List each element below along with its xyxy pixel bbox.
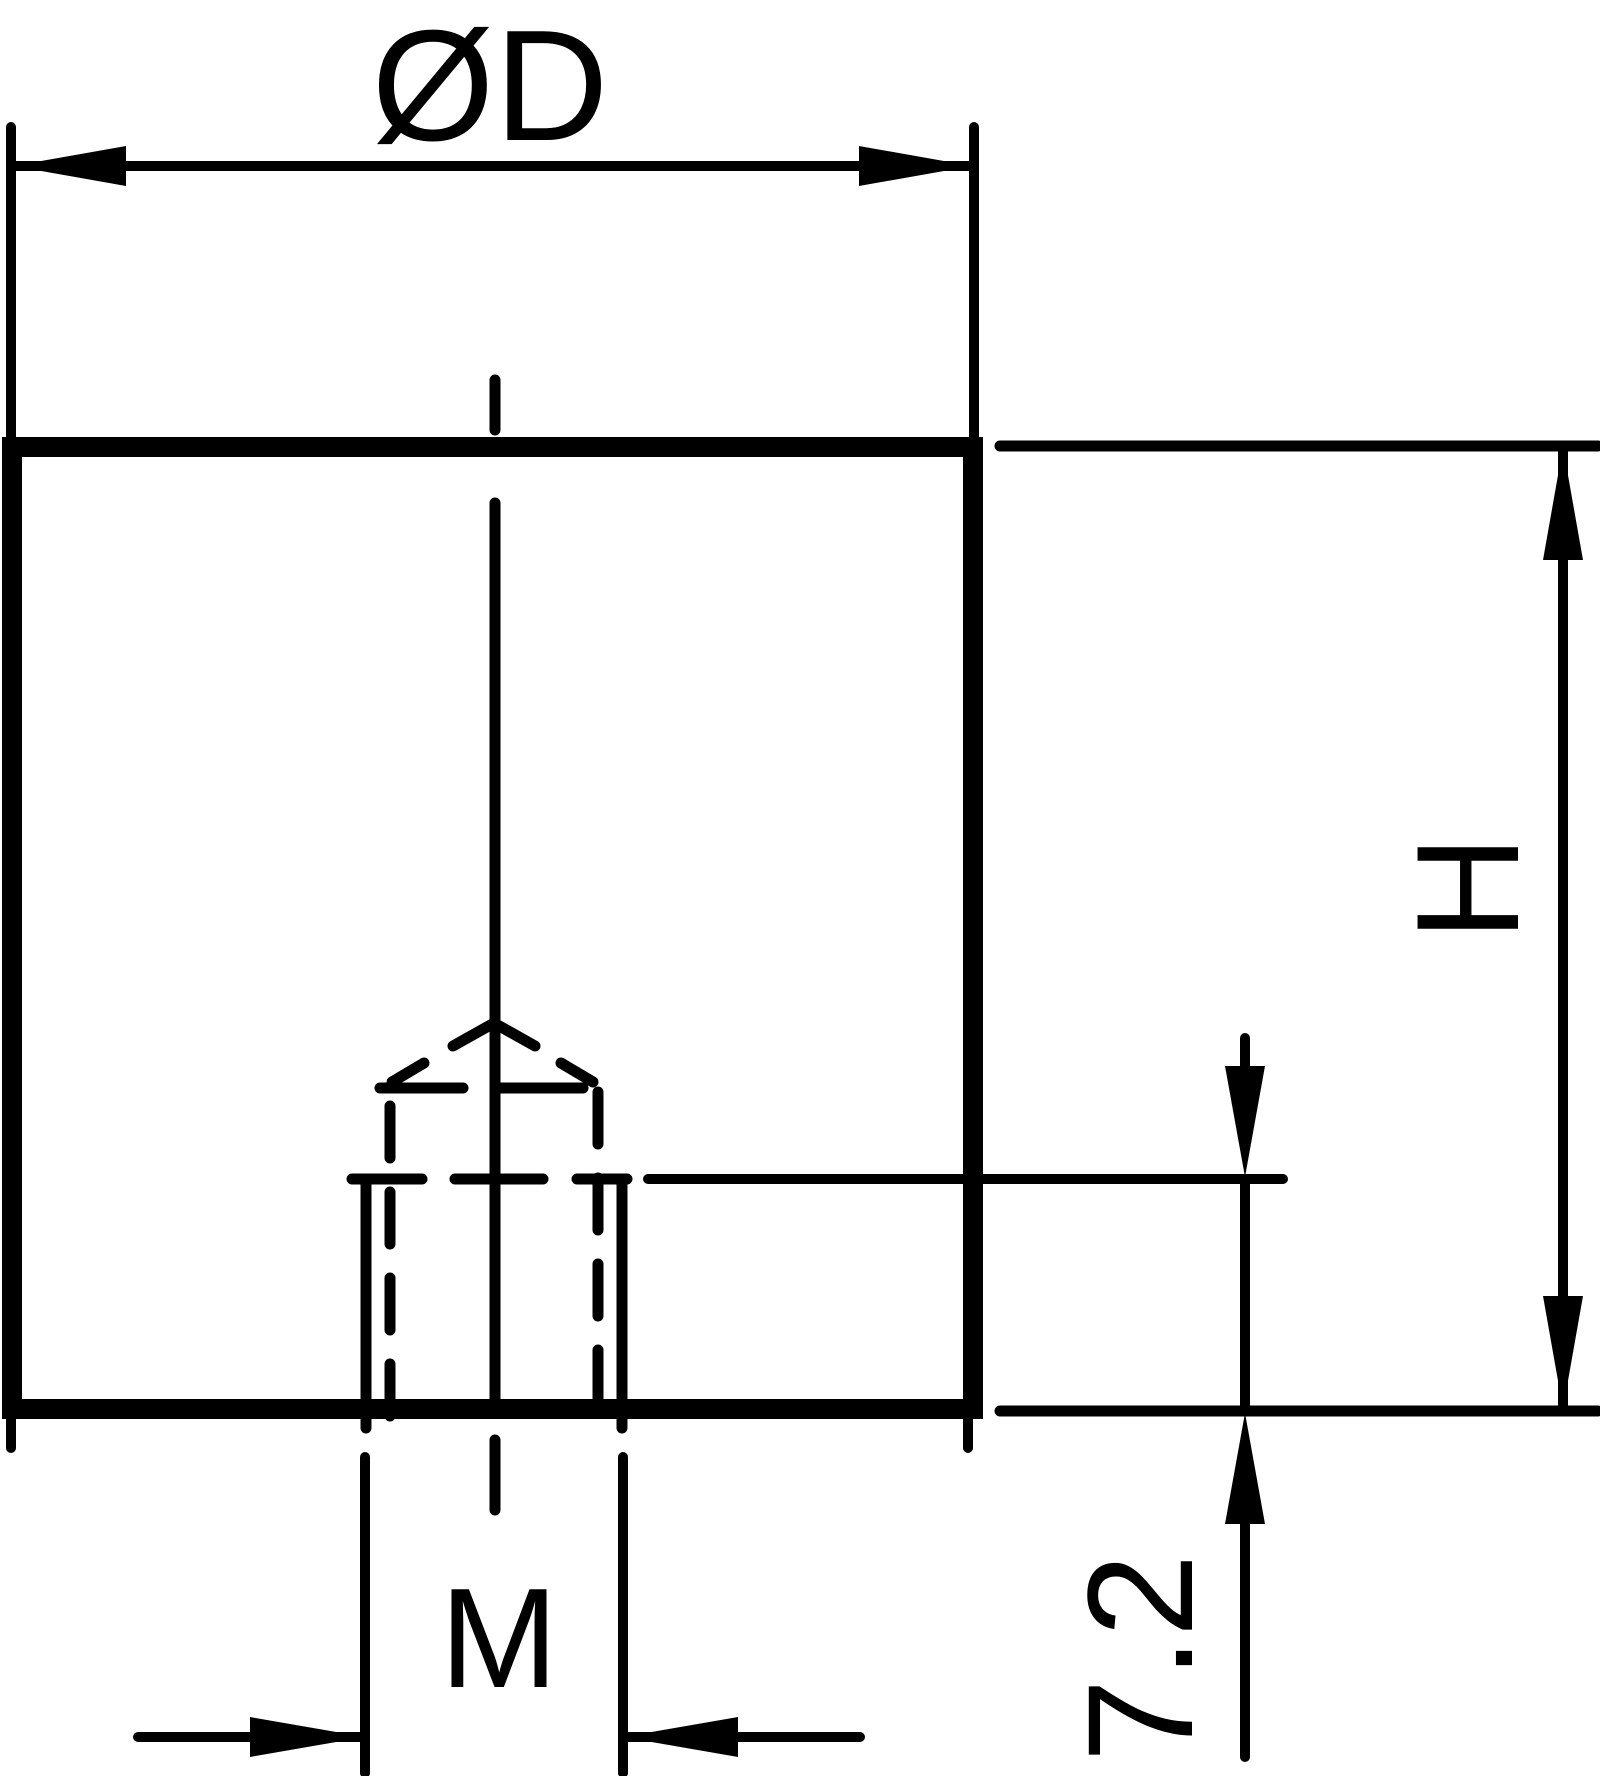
drill-cone-right-upper-dash	[488, 1017, 541, 1052]
thread-size-dimension: M	[133, 1452, 865, 1776]
height-arrowhead-bottom	[1543, 1296, 1583, 1409]
threaded-hole-hidden-lines	[346, 1017, 633, 1434]
drill-cone-left-upper-dash	[447, 1017, 500, 1052]
height-dimension: H	[994, 440, 1600, 1417]
thread-depth-label: 7.2	[1056, 1554, 1224, 1763]
thread-arrowhead-right	[623, 1717, 738, 1757]
diameter-arrowhead-left	[13, 146, 126, 186]
thread-depth-arrowhead-upper	[1225, 1066, 1265, 1177]
thread-label: M	[440, 1559, 558, 1718]
height-label: H	[1386, 835, 1549, 940]
thread-arrowhead-left	[250, 1717, 365, 1757]
height-arrowhead-top	[1543, 447, 1583, 560]
drill-cone-left-lower-dash	[386, 1057, 430, 1088]
diameter-dimension: ØD	[6, 0, 979, 445]
thread-depth-dimension: 7.2	[643, 1033, 1288, 1763]
diameter-arrowhead-right	[859, 146, 972, 186]
diameter-label: ØD	[372, 0, 609, 174]
thread-depth-arrowhead-lower	[1225, 1413, 1265, 1524]
drill-cone-right-lower-dash	[555, 1057, 599, 1088]
